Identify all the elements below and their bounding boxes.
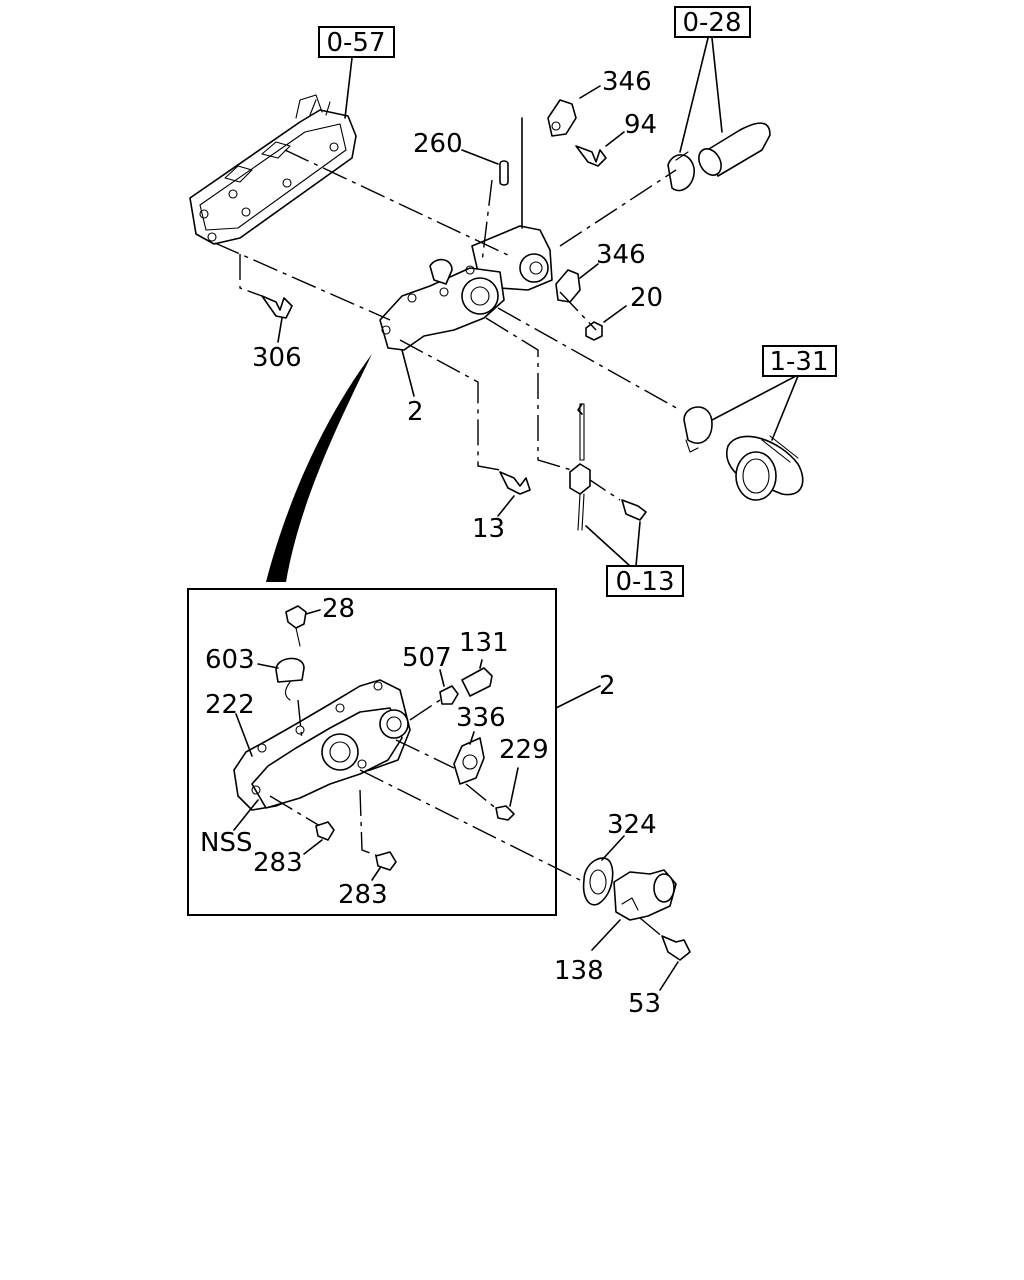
manifold-upper xyxy=(379,258,505,351)
hose-0-28 xyxy=(667,122,771,192)
detail-pointer xyxy=(266,354,372,582)
ref-label-0-28: 0-28 xyxy=(682,8,741,38)
leader-NSS xyxy=(233,799,259,831)
centerline-e xyxy=(559,291,597,331)
centerline-g xyxy=(485,317,579,473)
label-306: 306 xyxy=(252,343,302,373)
cover-gasket xyxy=(189,94,357,245)
bolt-283-b xyxy=(371,851,397,881)
centerline-l xyxy=(395,739,455,769)
diaphragm-336 xyxy=(453,731,485,785)
cap-603 xyxy=(257,657,305,701)
label-2-detail: 2 xyxy=(599,671,616,701)
outlet-138 xyxy=(591,869,677,951)
sensor-131 xyxy=(461,659,493,697)
detail-manifold xyxy=(233,679,411,811)
centerline-n xyxy=(269,795,321,827)
leader-0-28-a xyxy=(679,37,709,153)
pin-260 xyxy=(461,149,509,186)
label-229: 229 xyxy=(499,735,549,765)
leader-222 xyxy=(235,713,253,757)
centerline-o xyxy=(359,789,379,857)
screw-28 xyxy=(285,605,321,647)
label-13: 13 xyxy=(472,514,505,544)
leader-0-57 xyxy=(344,57,353,119)
bolt-13 xyxy=(497,471,531,517)
centerline-m xyxy=(465,783,499,811)
centerline-i xyxy=(239,254,263,297)
centerline-k xyxy=(409,699,441,721)
label-131: 131 xyxy=(459,628,509,658)
label-20: 20 xyxy=(630,283,663,313)
bolt-53 xyxy=(639,917,691,991)
centerline-c xyxy=(559,169,677,247)
label-94: 94 xyxy=(624,110,657,140)
label-336: 336 xyxy=(456,703,506,733)
leader-2-detail xyxy=(555,685,601,709)
label-53: 53 xyxy=(628,989,661,1019)
bracket-346-mid xyxy=(555,263,599,303)
ref-label-0-13: 0-13 xyxy=(615,567,674,597)
label-260: 260 xyxy=(413,129,463,159)
centerline-a xyxy=(214,242,391,321)
label-346-mid: 346 xyxy=(596,240,646,270)
label-603: 603 xyxy=(205,645,255,675)
gasket-324 xyxy=(582,835,625,906)
ref-label-1-31: 1-31 xyxy=(769,347,828,377)
label-346-top: 346 xyxy=(602,67,652,97)
label-324: 324 xyxy=(607,810,657,840)
bolt-306 xyxy=(261,295,293,343)
label-283-a: 283 xyxy=(253,848,303,878)
ref-label-0-57: 0-57 xyxy=(326,28,385,58)
throttle-body-upper xyxy=(471,117,553,291)
centerline-d xyxy=(497,307,681,411)
label-283-b: 283 xyxy=(338,880,388,910)
centerline-f xyxy=(399,339,501,471)
sensor-line-0-13 xyxy=(569,403,647,567)
label-NSS: NSS xyxy=(200,828,252,858)
screw-229 xyxy=(495,767,519,821)
bolt-283-a xyxy=(303,821,335,855)
label-507: 507 xyxy=(402,643,452,673)
label-138: 138 xyxy=(554,956,604,986)
bolt-94 xyxy=(575,131,625,167)
ref-box-0-13[interactable]: 0-13 xyxy=(606,565,684,597)
leader-0-28-b xyxy=(711,37,723,133)
label-222: 222 xyxy=(205,690,255,720)
label-2-upper: 2 xyxy=(407,397,424,427)
hose-1-31 xyxy=(683,375,804,501)
plug-507 xyxy=(439,669,459,705)
ref-box-0-57[interactable]: 0-57 xyxy=(318,26,395,58)
ref-box-1-31[interactable]: 1-31 xyxy=(762,345,837,377)
leader-2-upper xyxy=(401,349,415,397)
label-28: 28 xyxy=(322,594,355,624)
ref-box-0-28[interactable]: 0-28 xyxy=(674,6,751,38)
centerline-p xyxy=(297,699,303,741)
centerline-q xyxy=(359,769,601,891)
bracket-346-top xyxy=(547,85,601,137)
nut-20 xyxy=(585,305,627,341)
centerline-h xyxy=(481,179,493,263)
